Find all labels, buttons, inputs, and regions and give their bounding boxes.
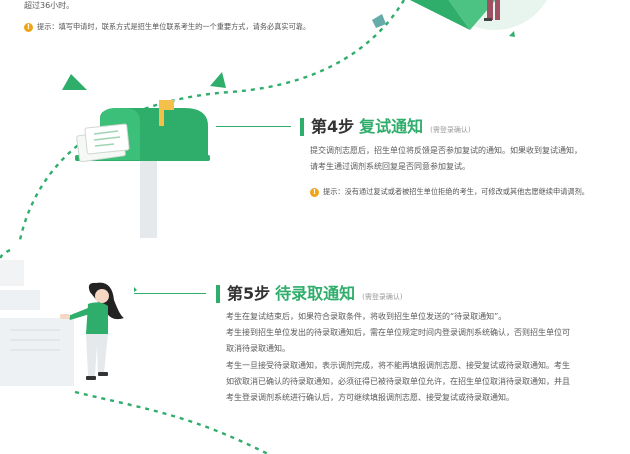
step5-heading: 第5步 待录取通知 (需登录确认)	[216, 285, 403, 303]
paper-board	[0, 260, 74, 386]
description-line: 如欲取消已确认的待录取通知，必须征得已被待录取单位允许，在招生单位取消待录取通知…	[226, 376, 570, 386]
tip-text: 填写申请时，联系方式是招生单位联系考生的一个重要方式，请务必真实可靠。	[58, 22, 311, 31]
description-line: 考生接到招生单位发出的待录取通知后，需在单位规定时间内登录调剂系统确认，否则招生…	[226, 328, 570, 338]
description-line: 取消待录取通知。	[226, 344, 290, 354]
person-illustration	[60, 282, 137, 380]
step-title: 复试通知	[359, 117, 424, 136]
triangle-deco	[62, 74, 87, 90]
exclamation-icon: !	[24, 22, 33, 32]
login-note: (需登录确认)	[362, 293, 403, 301]
step5-description: 考生在复试结束后，如果符合录取条件，将收到招生单位发送的“待录取通知”。 考生接…	[226, 309, 570, 406]
step5-connector	[134, 293, 206, 294]
exclamation-icon: !	[310, 187, 319, 197]
step-number: 第4步	[311, 117, 355, 136]
continued-text: 超过36小时。	[24, 1, 75, 10]
top-illustration	[372, 0, 547, 37]
step4-heading: 第4步 复试通知 (需登录确认)	[300, 118, 471, 136]
step-title: 待录取通知	[275, 284, 356, 303]
step4-connector	[216, 126, 291, 127]
tip-text: 没有通过复试或者被招生单位拒绝的考生，可修改或其他志愿继续申请调剂。	[344, 187, 589, 196]
mailbox-illustration	[75, 100, 210, 238]
step4-description: 提交调剂志愿后，招生单位将反馈是否参加复试的通知。如果收到复试通知， 请考生通过…	[310, 143, 582, 174]
step-number: 第5步	[227, 284, 271, 303]
tip-label: 提示：	[37, 22, 59, 31]
description-line: 提交调剂志愿后，招生单位将反馈是否参加复试的通知。如果收到复试通知，	[310, 146, 582, 155]
triangle-deco	[210, 72, 226, 88]
step4-tip: ! 提示： 没有通过复试或者被招生单位拒绝的考生，可修改或其他志愿继续申请调剂。	[310, 187, 589, 197]
accent-bar	[300, 118, 304, 136]
top-tip: ! 提示： 填写申请时，联系方式是招生单位联系考生的一个重要方式，请务必真实可靠…	[24, 22, 310, 32]
description-line: 请考生通过调剂系统回复是否同意参加复试。	[310, 161, 470, 171]
login-note: (需登录确认)	[430, 126, 471, 134]
description-line: 考生一旦接受待录取通知，表示调剂完成，将不能再填报调剂志愿、接受复试或待录取通知…	[226, 360, 570, 370]
description-line: 考生登录调剂系统进行确认后，方可继续填报调剂志愿、接受复试或待录取通知。	[226, 393, 514, 403]
tip-label: 提示：	[323, 187, 345, 196]
description-line: 考生在复试结束后，如果符合录取条件，将收到招生单位发送的“待录取通知”。	[226, 312, 507, 321]
dashed-path	[0, 248, 11, 261]
accent-bar	[216, 285, 220, 303]
